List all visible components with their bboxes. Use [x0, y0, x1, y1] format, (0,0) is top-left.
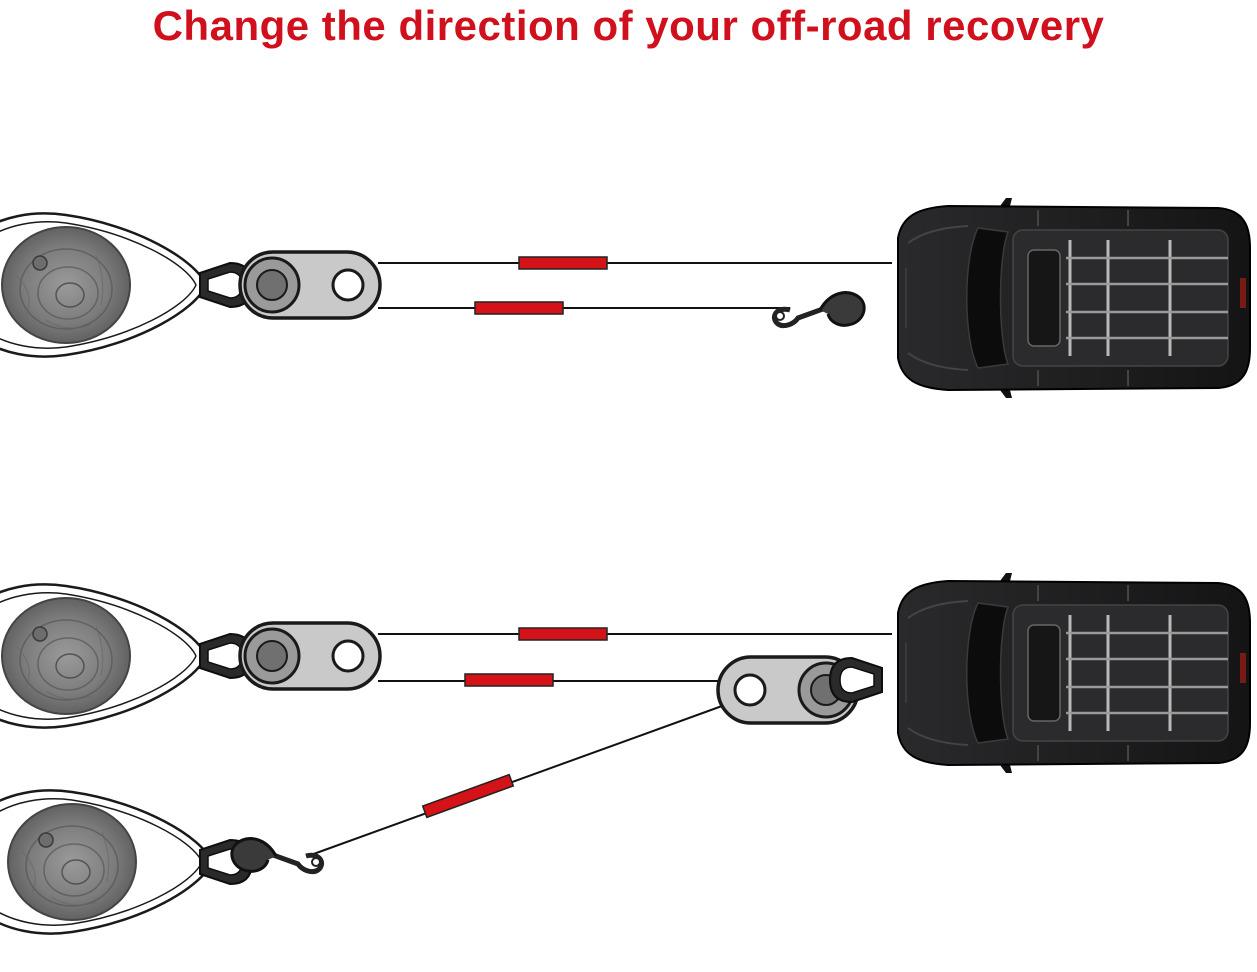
tree-trunk-icon — [0, 583, 208, 729]
scenario-redirected-pull — [0, 571, 1252, 935]
strap-sleeve — [464, 673, 554, 687]
strap-sleeve — [518, 627, 608, 641]
winch-hook-icon — [232, 839, 322, 872]
winch-hook-icon — [774, 293, 864, 326]
snatch-block-icon — [238, 250, 382, 320]
scenario-single-line-pull — [0, 196, 1252, 400]
snatch-block-icon — [238, 621, 382, 691]
tree-trunk-icon — [0, 212, 208, 358]
tree-trunk-icon — [0, 789, 214, 935]
shackle-icon — [829, 657, 883, 703]
vehicle-icon — [896, 571, 1252, 775]
strap-sleeve — [518, 256, 608, 270]
vehicle-icon — [896, 196, 1252, 400]
strap-sleeve — [474, 301, 564, 315]
rope-line — [307, 705, 723, 857]
page-title: Change the direction of your off-road re… — [152, 2, 1105, 49]
strap-sleeve — [421, 773, 515, 819]
